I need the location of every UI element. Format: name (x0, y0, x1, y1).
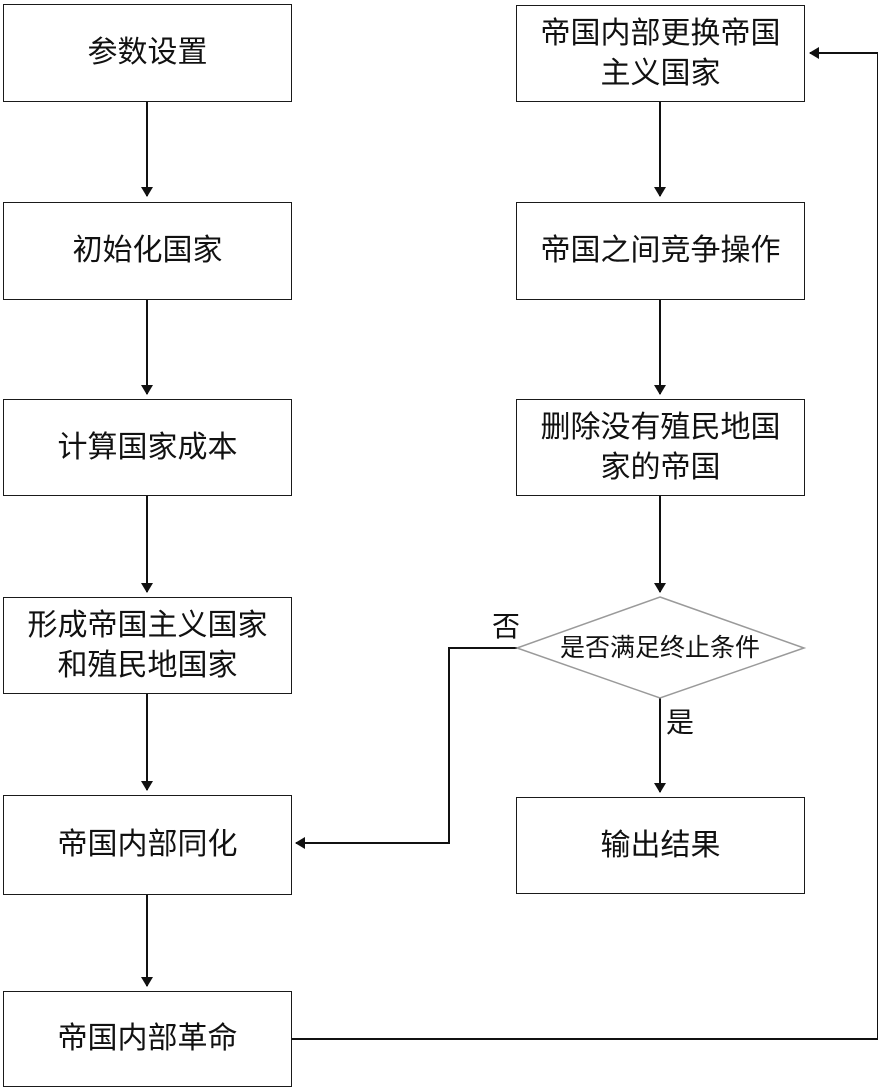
edge-terminate-assimilate-no (296, 648, 517, 843)
node-revolution: 帝国内部革命 (3, 991, 292, 1087)
node-termination-check: 是否满足终止条件 (560, 612, 760, 684)
node-eliminate-empires: 删除没有殖民地国家的帝国 (516, 399, 805, 496)
node-form-empires: 形成帝国主义国家和殖民地国家 (3, 597, 292, 694)
label-no: 否 (492, 612, 520, 642)
node-params: 参数设置 (3, 4, 292, 102)
node-init-countries: 初始化国家 (3, 202, 292, 300)
node-swap-imperialist: 帝国内部更换帝国主义国家 (516, 5, 805, 102)
node-output-result: 输出结果 (516, 797, 805, 894)
node-assimilation: 帝国内部同化 (3, 795, 292, 895)
node-compute-cost: 计算国家成本 (3, 399, 292, 496)
label-yes: 是 (666, 708, 694, 738)
node-empire-competition: 帝国之间竞争操作 (516, 202, 805, 300)
